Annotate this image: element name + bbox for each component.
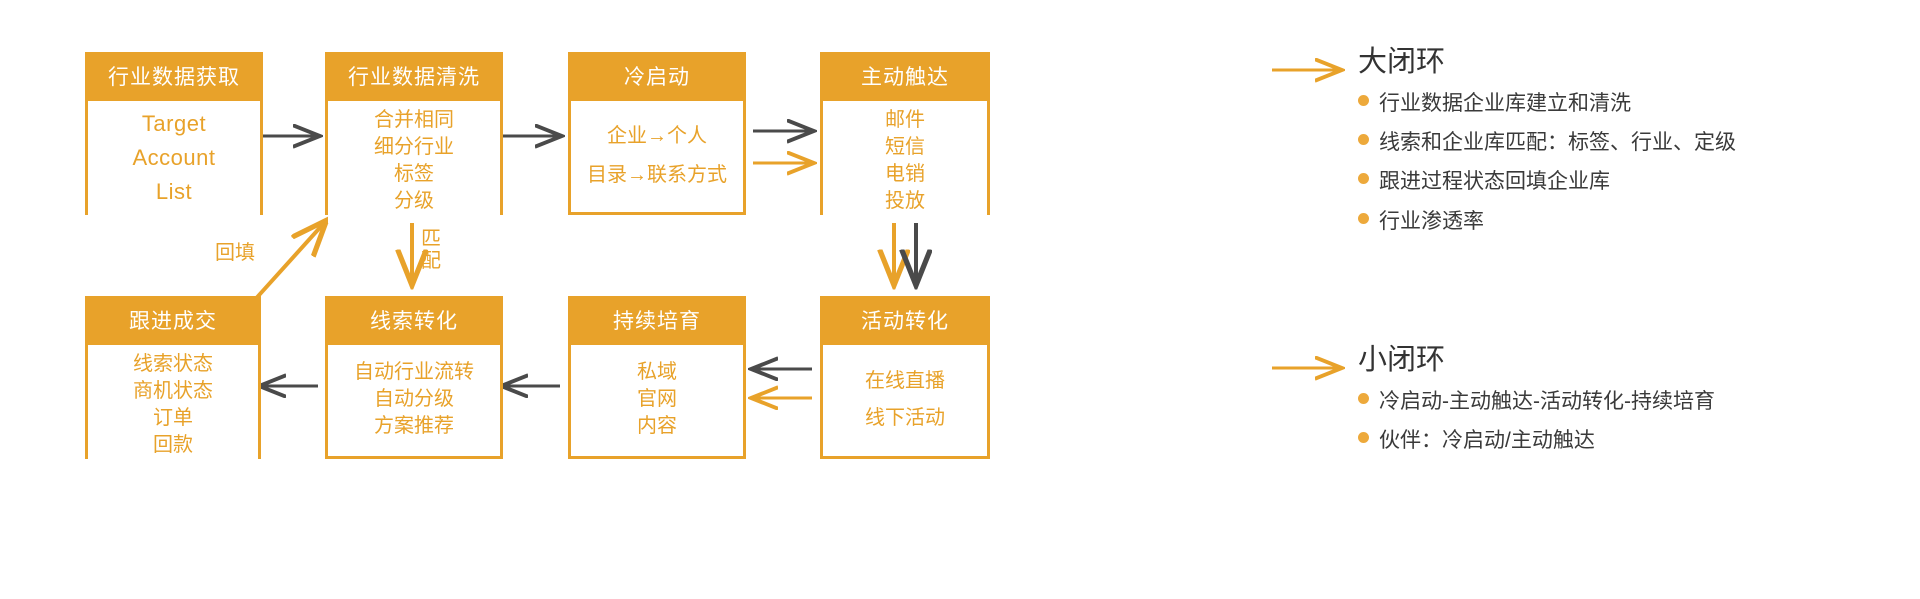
node-title: 持续培育 bbox=[571, 299, 743, 345]
legend-item: 线索和企业库匹配：标签、行业、定级 bbox=[1358, 130, 1736, 155]
node-title: 活动转化 bbox=[823, 299, 987, 345]
node-line: 细分行业 bbox=[374, 136, 454, 158]
legend-small-loop-title: 小闭环 bbox=[1358, 344, 1446, 376]
legend-item: 跟进过程状态回填企业库 bbox=[1358, 169, 1736, 194]
legend-big-loop: 大闭环 行业数据企业库建立和清洗 线索和企业库匹配：标签、行业、定级 跟进过程状… bbox=[1358, 48, 1736, 248]
node-body: 私域 官网 内容 bbox=[571, 345, 743, 456]
legend-item: 冷启动-主动触达-活动转化-持续培育 bbox=[1358, 389, 1715, 414]
node-line: 标签 bbox=[394, 163, 434, 185]
bullet-dot-icon bbox=[1358, 212, 1369, 224]
node-title: 主动触达 bbox=[823, 55, 987, 101]
node-line: 线下活动 bbox=[865, 406, 945, 429]
node-body: 在线直播 线下活动 bbox=[823, 345, 987, 456]
bullet-dot-icon bbox=[1358, 134, 1369, 146]
node-follow-up-deal[interactable]: 跟进成交 线索状态 商机状态 订单 回款 bbox=[85, 296, 261, 467]
node-cold-start[interactable]: 冷启动 企业→个人 目录→联系方式 bbox=[568, 52, 746, 215]
legend-item: 行业数据企业库建立和清洗 bbox=[1358, 91, 1736, 116]
node-line: 短信 bbox=[885, 136, 925, 158]
node-title: 跟进成交 bbox=[88, 299, 258, 345]
legend-item-text: 跟进过程状态回填企业库 bbox=[1379, 170, 1610, 194]
node-body: 线索状态 商机状态 订单 回款 bbox=[88, 345, 258, 467]
legend-item: 行业渗透率 bbox=[1358, 209, 1736, 234]
legend-item-text: 线索和企业库匹配：标签、行业、定级 bbox=[1379, 131, 1736, 155]
node-line: 订单 bbox=[153, 407, 193, 429]
node-title: 线索转化 bbox=[328, 299, 500, 345]
legend-big-loop-title: 大闭环 bbox=[1358, 46, 1446, 78]
bullet-dot-icon bbox=[1358, 173, 1369, 185]
node-line: 分级 bbox=[394, 190, 434, 212]
node-body: 邮件 短信 电销 投放 bbox=[823, 101, 987, 223]
node-lead-conversion[interactable]: 线索转化 自动行业流转 自动分级 方案推荐 bbox=[325, 296, 503, 459]
node-event-conversion[interactable]: 活动转化 在线直播 线下活动 bbox=[820, 296, 990, 459]
legend-small-loop: 小闭环 冷启动-主动触达-活动转化-持续培育 伙伴：冷启动/主动触达 bbox=[1358, 346, 1715, 467]
node-line: 企业→个人 bbox=[607, 124, 707, 147]
node-line: 私域 bbox=[637, 361, 677, 383]
node-line: 投放 bbox=[885, 190, 925, 212]
bullet-dot-icon bbox=[1358, 432, 1369, 444]
node-industry-data-clean[interactable]: 行业数据清洗 合并相同 细分行业 标签 分级 bbox=[325, 52, 503, 223]
node-line: 线索状态 bbox=[133, 353, 213, 375]
label-match: 匹 配 bbox=[421, 228, 441, 273]
node-active-reach[interactable]: 主动触达 邮件 短信 电销 投放 bbox=[820, 52, 990, 223]
bullet-dot-icon bbox=[1358, 393, 1369, 404]
label-backfill: 回填 bbox=[215, 242, 255, 264]
node-line: 内容 bbox=[637, 415, 677, 437]
node-body: 企业→个人 目录→联系方式 bbox=[571, 101, 743, 212]
legend-item-text: 伙伴：冷启动/主动触达 bbox=[1379, 429, 1595, 453]
node-line: 自动分级 bbox=[374, 388, 454, 410]
legend-item-text: 冷启动-主动触达-活动转化-持续培育 bbox=[1379, 390, 1715, 413]
legend-item-text: 行业渗透率 bbox=[1379, 209, 1484, 233]
node-line: 回款 bbox=[153, 434, 193, 456]
node-title: 行业数据获取 bbox=[88, 55, 260, 101]
node-line: Account bbox=[132, 145, 216, 171]
node-line: 合并相同 bbox=[374, 109, 454, 131]
node-title: 行业数据清洗 bbox=[328, 55, 500, 101]
node-title: 冷启动 bbox=[571, 55, 743, 101]
node-line: 目录→联系方式 bbox=[587, 163, 727, 186]
node-line: 邮件 bbox=[885, 109, 925, 131]
node-line: 自动行业流转 bbox=[354, 361, 474, 383]
node-industry-data-acquire[interactable]: 行业数据获取 Target Account List bbox=[85, 52, 263, 218]
node-line: 在线直播 bbox=[865, 369, 945, 392]
node-body: Target Account List bbox=[88, 101, 260, 218]
node-continuous-nurture[interactable]: 持续培育 私域 官网 内容 bbox=[568, 296, 746, 459]
node-line: List bbox=[155, 179, 193, 205]
legend-item-text: 行业数据企业库建立和清洗 bbox=[1379, 92, 1631, 115]
legend-item: 伙伴：冷启动/主动触达 bbox=[1358, 428, 1715, 453]
bullet-dot-icon bbox=[1358, 95, 1369, 106]
node-line: 电销 bbox=[885, 163, 925, 185]
node-line: Target bbox=[141, 111, 207, 136]
node-line: 商机状态 bbox=[133, 380, 213, 402]
node-body: 自动行业流转 自动分级 方案推荐 bbox=[328, 345, 500, 456]
node-body: 合并相同 细分行业 标签 分级 bbox=[328, 101, 500, 223]
node-line: 方案推荐 bbox=[374, 415, 454, 437]
node-line: 官网 bbox=[637, 388, 677, 410]
